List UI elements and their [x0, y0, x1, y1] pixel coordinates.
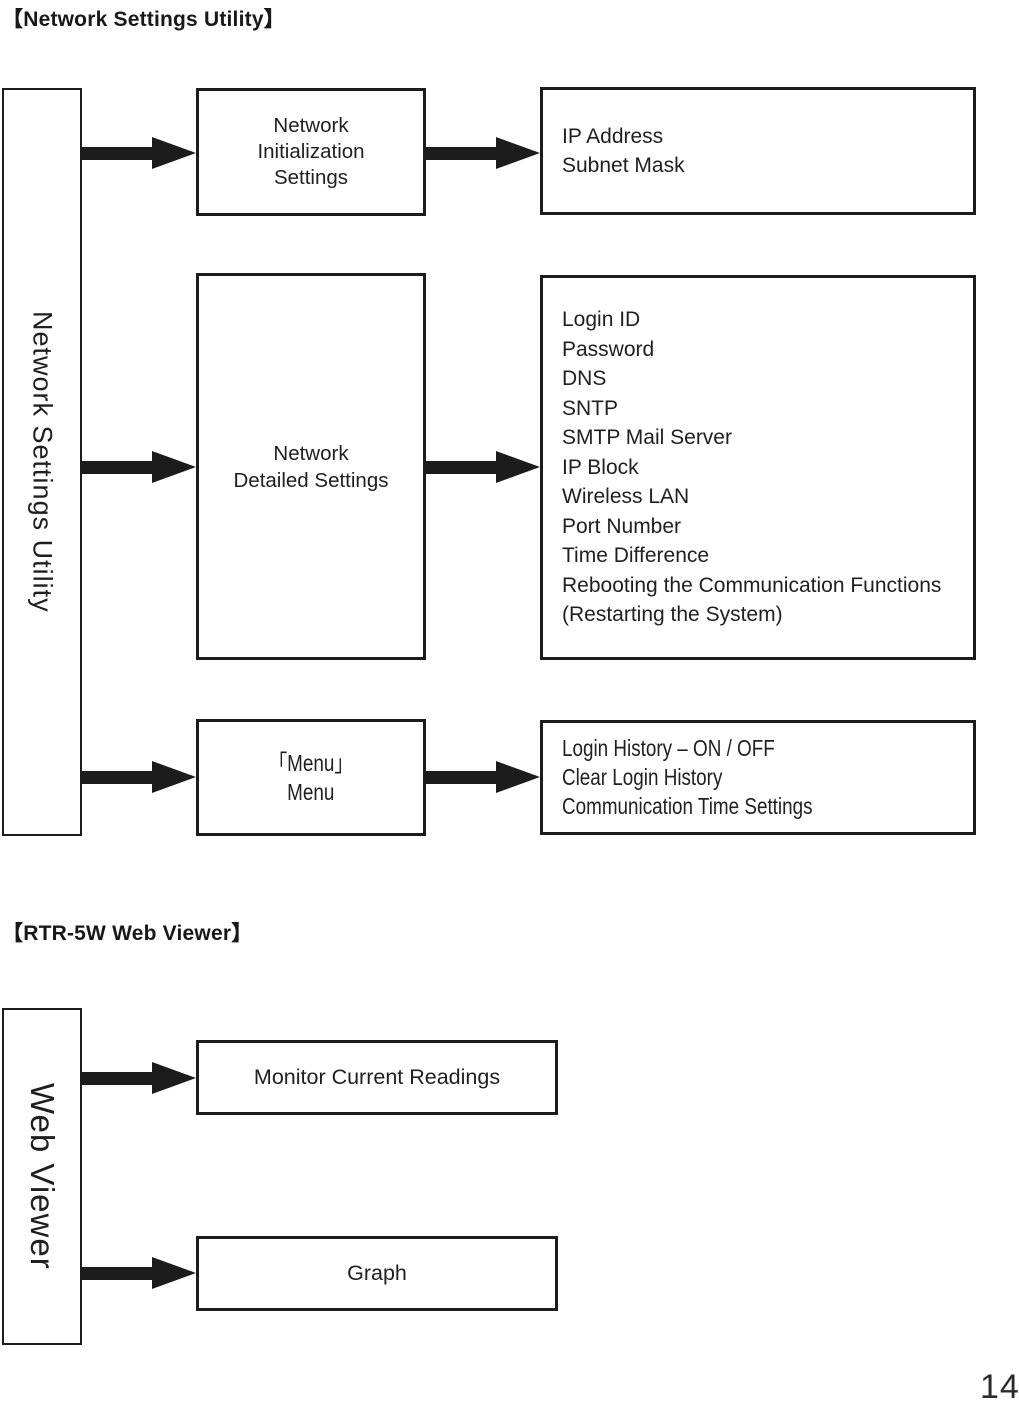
arrow-right-icon	[425, 137, 540, 169]
arrow-right-icon	[82, 137, 196, 169]
box-menu: 「Menu」Menu	[196, 719, 426, 836]
arrow-head	[496, 137, 540, 169]
arrow-shaft	[425, 146, 496, 160]
box-monitor-current-readings: Monitor Current Readings	[196, 1040, 558, 1115]
arrow-head	[152, 1257, 196, 1289]
arrow-right-icon	[82, 451, 196, 483]
arrow-shaft	[425, 770, 496, 784]
arrow-head	[152, 137, 196, 169]
arrow-shaft	[82, 1071, 152, 1085]
section-title-network-settings-utility: 【Network Settings Utility】	[2, 8, 285, 31]
arrow-shaft	[82, 770, 152, 784]
arrow-head	[152, 761, 196, 793]
source-box-network-settings-utility: Network Settings Utility	[2, 88, 82, 836]
arrow-right-icon	[425, 761, 540, 793]
arrow-right-icon	[82, 1257, 196, 1289]
arrow-shaft	[82, 1266, 152, 1280]
arrow-shaft	[82, 460, 152, 474]
arrow-shaft	[82, 146, 152, 160]
arrow-right-icon	[82, 1062, 196, 1094]
arrow-head	[152, 1062, 196, 1094]
box-graph: Graph	[196, 1236, 558, 1311]
box-menu-label: 「Menu」Menu	[268, 749, 354, 805]
arrow-head	[496, 761, 540, 793]
arrow-head	[152, 451, 196, 483]
box-monitor-current-readings-label: Monitor Current Readings	[253, 1065, 501, 1089]
arrow-head	[496, 451, 540, 483]
source-box-web-viewer: Web Viewer	[2, 1008, 82, 1345]
box-graph-label: Graph	[347, 1261, 407, 1285]
source-box-label: Web Viewer	[24, 1083, 61, 1270]
arrow-shaft	[425, 460, 496, 474]
page-number: 14	[980, 1368, 1019, 1406]
source-box-label: Network Settings Utility	[27, 311, 58, 613]
arrow-right-icon	[82, 761, 196, 793]
section-title-rtr-5w-web-viewer: 【RTR-5W Web Viewer】	[2, 922, 253, 945]
arrow-right-icon	[425, 451, 540, 483]
